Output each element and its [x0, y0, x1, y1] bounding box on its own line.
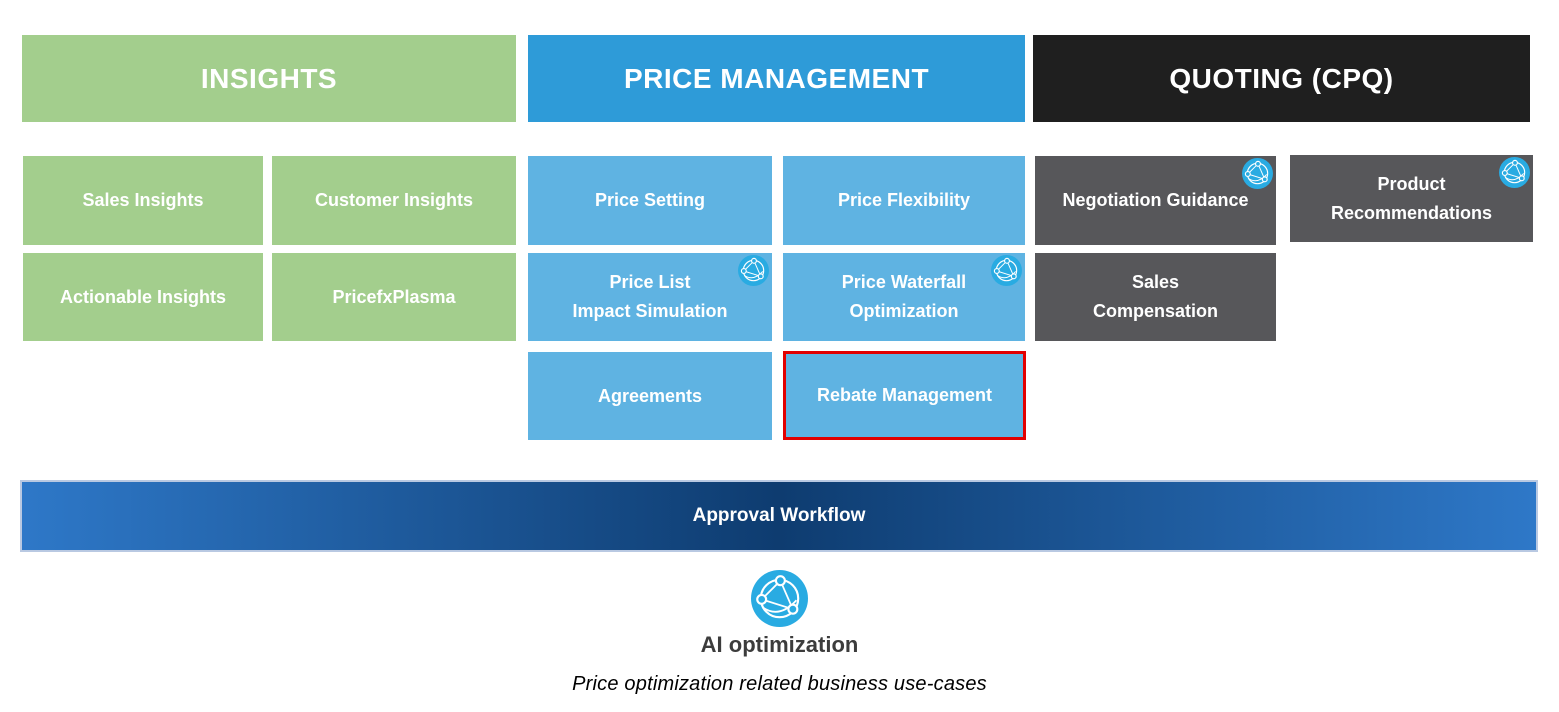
tile-label: Price Setting [594, 190, 706, 211]
column-header-insights: INSIGHTS [22, 35, 516, 122]
column-header-quoting-cpq: QUOTING (CPQ) [1033, 35, 1530, 122]
tile-sales-compensation: Sales Compensation [1035, 253, 1276, 341]
tile-label: Product Recommendations [1330, 173, 1493, 223]
tile-price-flexibility: Price Flexibility [783, 156, 1025, 245]
tile-label: Price Flexibility [837, 190, 971, 211]
ai-optimization-label: AI optimization [700, 632, 859, 657]
tile-label: Rebate Management [816, 385, 993, 406]
tile-actionable-insights: Actionable Insights [23, 253, 263, 341]
tile-label: Agreements [597, 385, 703, 406]
tile-label: Sales Compensation [1092, 272, 1218, 321]
ai-network-globe-icon [751, 570, 808, 627]
tile-price-setting: Price Setting [528, 156, 772, 245]
legend-caption: Price optimization related business use-… [572, 673, 987, 695]
ai-network-icon [991, 255, 1022, 286]
ai-optimization-legend: AI optimization Price optimization relat… [0, 570, 1559, 696]
column-header-price-management: PRICE MANAGEMENT [528, 35, 1025, 122]
tile-rebate-management-highlighted: Rebate Management [783, 351, 1026, 440]
tile-label: Actionable Insights [59, 286, 227, 307]
approval-workflow-bar: Approval Workflow [20, 480, 1538, 552]
tile-pricefxplasma: PricefxPlasma [272, 253, 516, 341]
tile-price-waterfall-optimization: Price Waterfall Optimization [783, 253, 1025, 341]
tile-sales-insights: Sales Insights [23, 156, 263, 245]
tile-label: PricefxPlasma [332, 286, 456, 307]
tile-label: Sales Insights [82, 190, 204, 211]
approval-workflow-label: Approval Workflow [692, 505, 866, 526]
tile-agreements: Agreements [528, 352, 772, 440]
ai-network-icon [1242, 158, 1273, 189]
ai-network-icon [738, 255, 769, 286]
ai-network-icon [1499, 157, 1530, 188]
tile-label: Customer Insights [314, 190, 474, 211]
tile-label: Price Waterfall Optimization [841, 272, 967, 321]
tile-product-recommendations: Product Recommendations [1290, 155, 1533, 242]
tile-price-list-impact-simulation: Price List Impact Simulation [528, 253, 772, 341]
tile-label: Negotiation Guidance [1062, 190, 1249, 211]
tile-label: Price List Impact Simulation [572, 272, 728, 321]
tile-negotiation-guidance: Negotiation Guidance [1035, 156, 1276, 245]
tile-customer-insights: Customer Insights [272, 156, 516, 245]
